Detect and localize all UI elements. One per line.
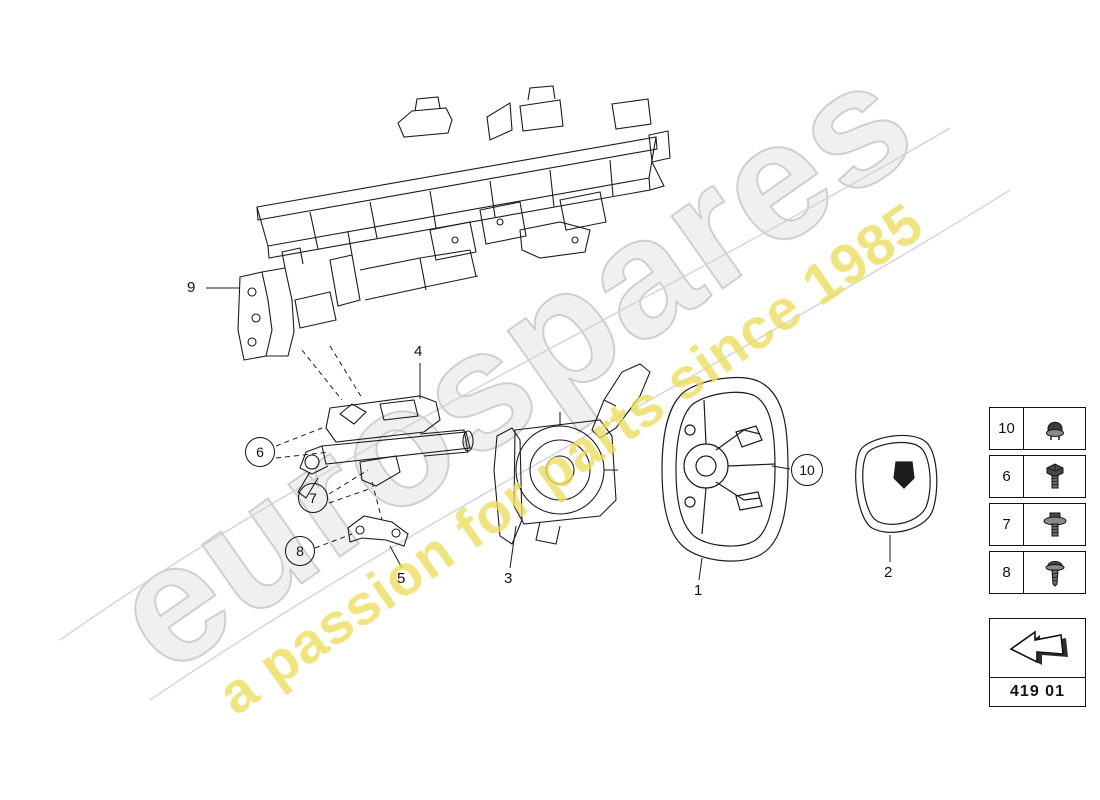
legend-row-10[interactable]: 10 (989, 407, 1086, 450)
steering-wheel-drawing (661, 376, 789, 562)
leader-lines-dashed (275, 345, 383, 549)
callout-9[interactable]: 9 (187, 279, 196, 296)
legend-row-8[interactable]: 8 (989, 551, 1086, 594)
chassis-frame-drawing (237, 85, 671, 361)
flange-bolt-icon (1024, 504, 1085, 545)
airbag-module-drawing (855, 434, 938, 533)
legend-number: 6 (990, 456, 1024, 497)
legend-row-7[interactable]: 7 (989, 503, 1086, 546)
dome-nut-icon (1024, 408, 1085, 449)
callout-2[interactable]: 2 (884, 564, 893, 581)
legend-row-6[interactable]: 6 (989, 455, 1086, 498)
callout-4[interactable]: 4 (414, 343, 423, 360)
legend-number: 8 (990, 552, 1024, 593)
callout-6[interactable]: 6 (245, 437, 275, 467)
pan-head-screw-icon (1024, 552, 1085, 593)
callout-7[interactable]: 7 (298, 483, 328, 513)
clock-spring-drawing (493, 363, 651, 545)
callout-5[interactable]: 5 (397, 570, 406, 587)
direction-arrow-icon (990, 619, 1085, 677)
callout-10[interactable]: 10 (791, 454, 823, 486)
callout-3[interactable]: 3 (504, 570, 513, 587)
callout-1[interactable]: 1 (694, 582, 703, 599)
part-group-code: 419 01 (990, 677, 1085, 706)
part-group-box: 419 01 (989, 618, 1086, 707)
hex-bolt-icon (1024, 456, 1085, 497)
steering-column-drawing (297, 395, 474, 499)
legend-number: 7 (990, 504, 1024, 545)
column-bracket-drawing (347, 515, 409, 547)
fastener-legend: 10 6 7 (989, 407, 1086, 599)
callout-8[interactable]: 8 (285, 536, 315, 566)
legend-number: 10 (990, 408, 1024, 449)
leader-lines (206, 287, 891, 581)
swoosh-graphic (59, 127, 1011, 701)
